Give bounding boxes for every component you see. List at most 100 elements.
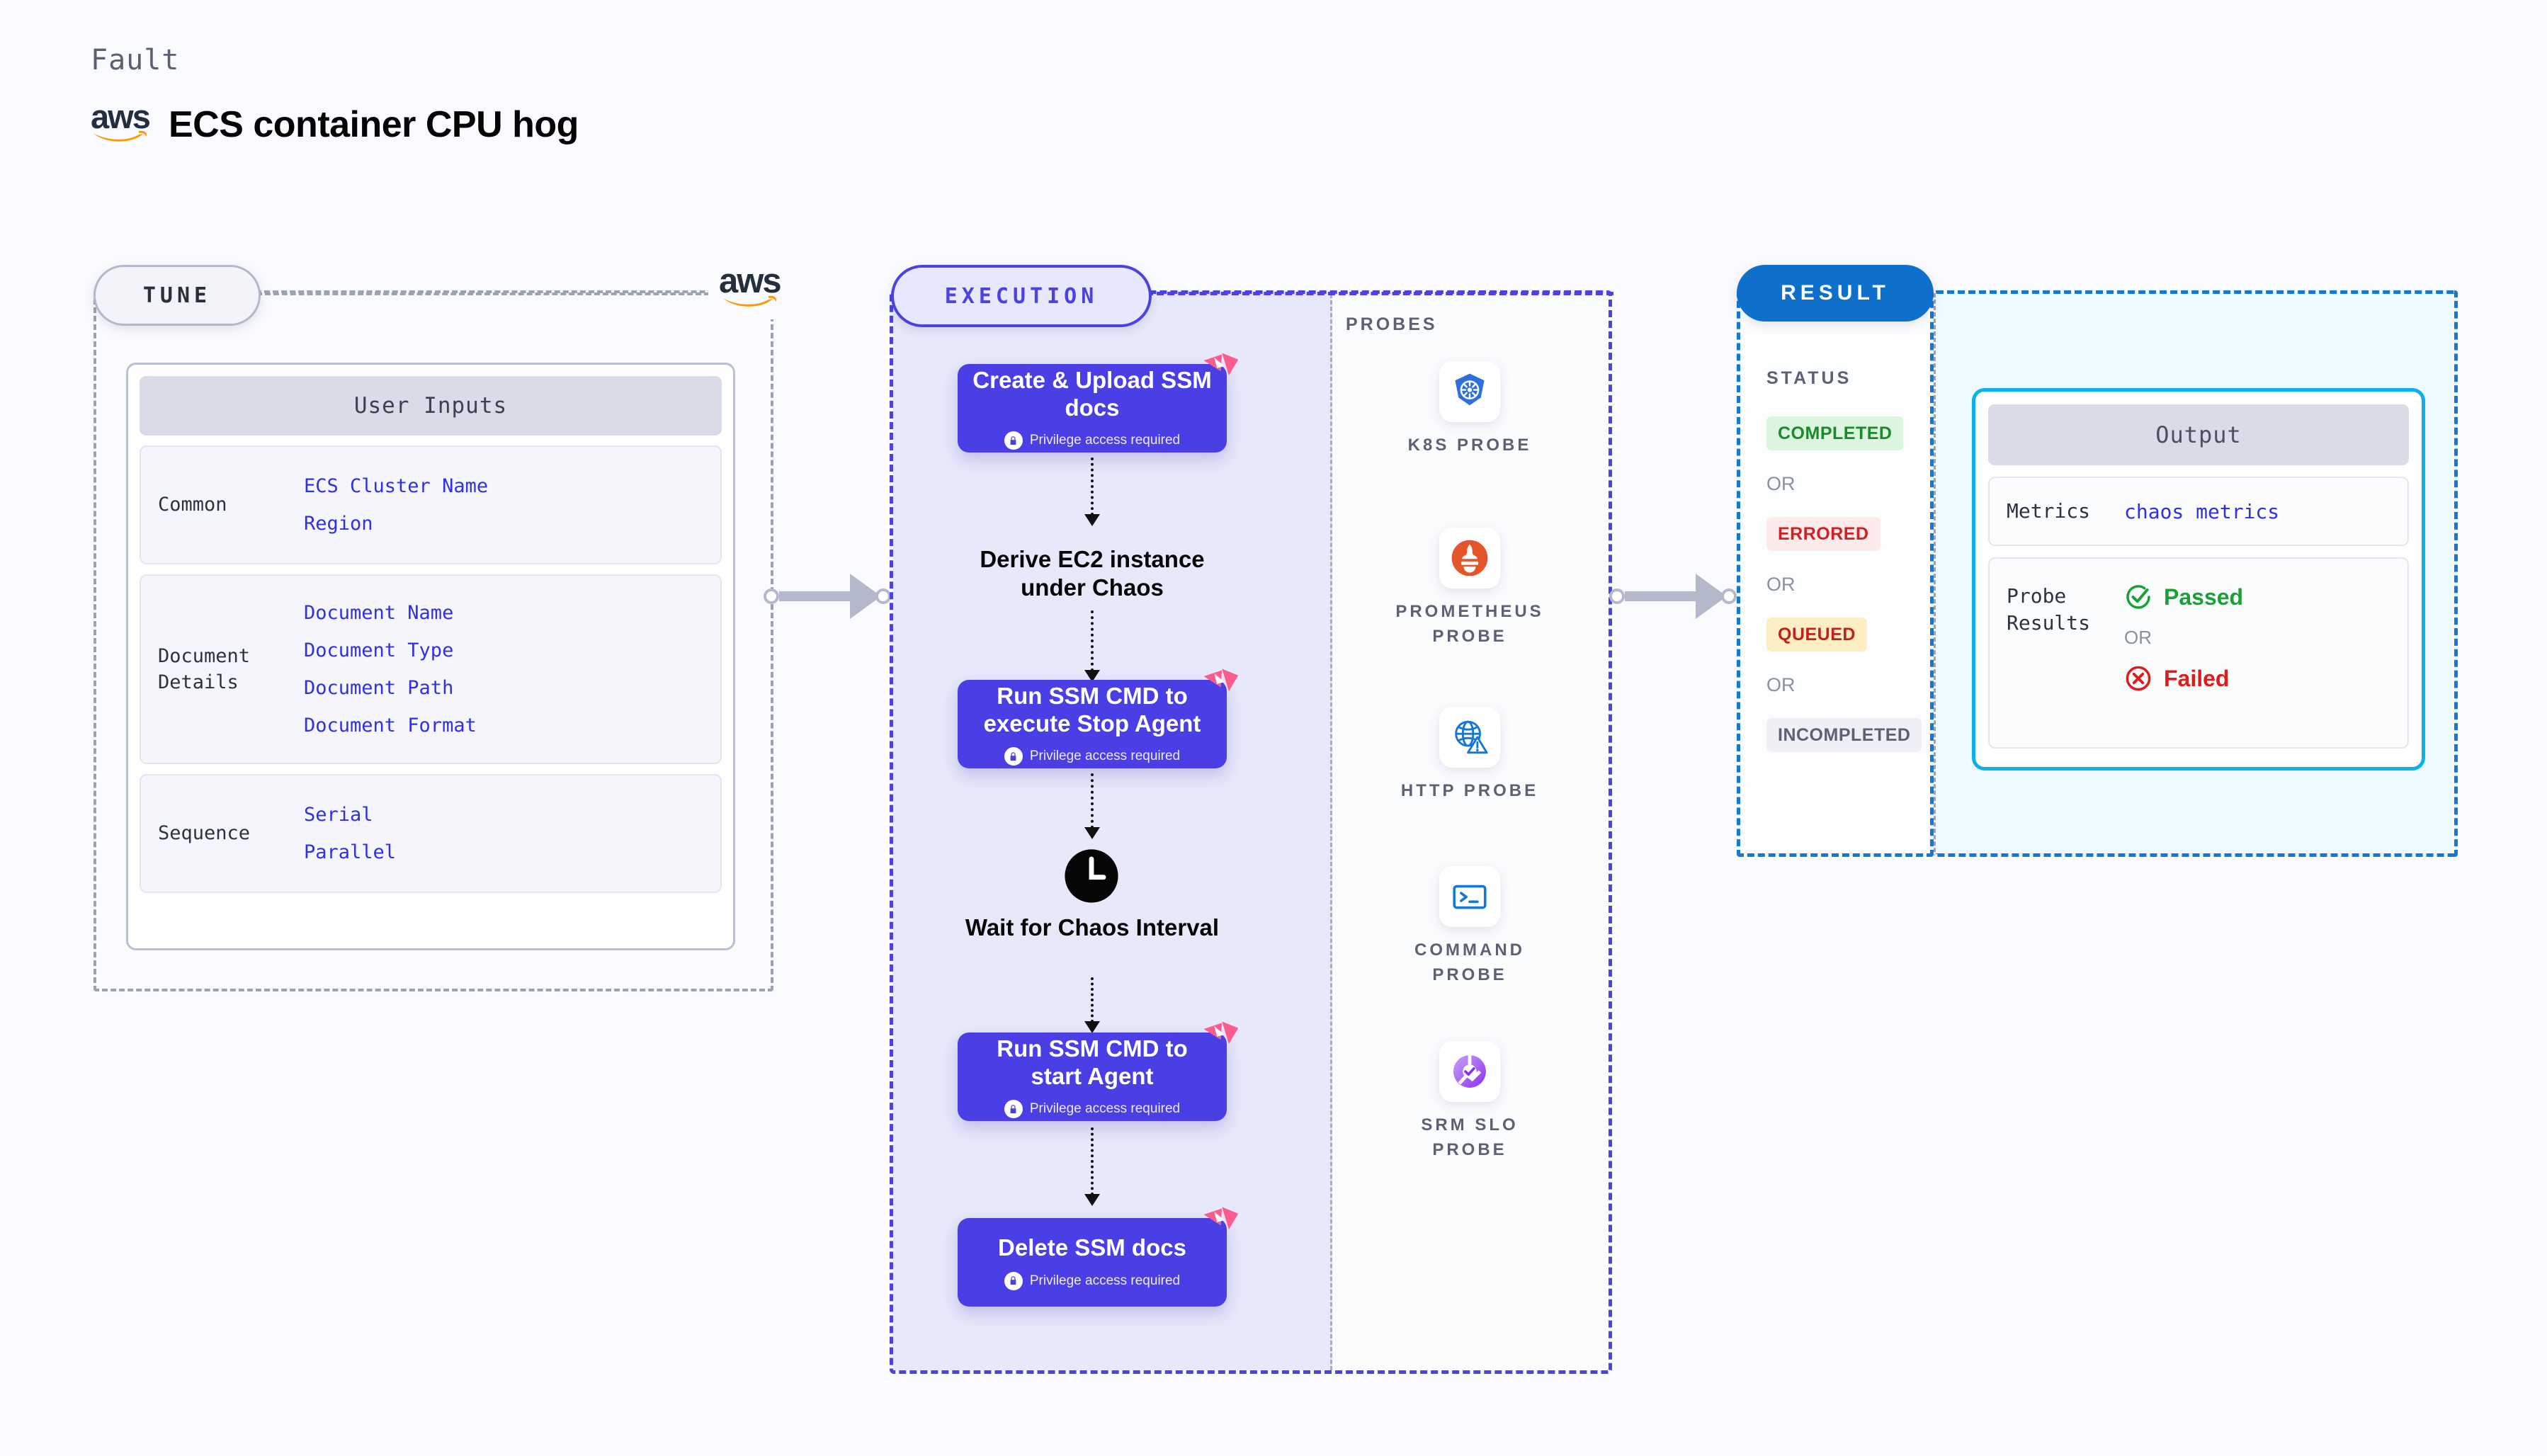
x-circle-icon [2126,666,2151,691]
input-value[interactable]: Region [304,513,373,535]
tune-pill[interactable]: TUNE [93,265,261,326]
status-badge-queued: QUEUED [1766,618,1867,652]
page-header: Fault aws ECS container CPU hog [91,44,579,146]
execution-step-create-upload-ssm-docs[interactable]: Create & Upload SSM docs Privilege acces… [958,353,1239,453]
probe-results-label: Probe Results [2007,584,2091,635]
or-label: OR [1766,473,1796,494]
connector-end-dot [875,588,891,604]
status-badge-incompleted: INCOMPLETED [1766,718,1922,752]
input-value[interactable]: Parallel [304,841,397,863]
connector-execution-to-result [1609,574,1744,619]
aws-wordmark: aws [91,98,151,135]
input-value[interactable]: Document Format [304,715,477,736]
step-title: Run SSM CMD to execute Stop Agent [983,682,1201,736]
user-inputs-title: User Inputs [140,376,722,436]
user-inputs-card: User Inputs Common ECS Cluster Name Regi… [126,363,735,950]
probe-label: SRM SLO PROBE [1421,1115,1519,1159]
clock-icon [1065,849,1118,903]
output-row-metrics: Metrics chaos metrics [1988,477,2409,546]
output-title: Output [1988,404,2409,465]
lock-icon [1004,431,1023,450]
execution-step-run-ssm-start-agent[interactable]: Run SSM CMD to start Agent Privilege acc… [958,1021,1239,1121]
step-title: Delete SSM docs [998,1234,1186,1261]
connector-line [779,591,850,601]
probe-label: COMMAND PROBE [1414,940,1525,984]
step-title: Create & Upload SSM docs [972,366,1212,421]
connector-tune-to-execution [764,574,898,619]
tune-aws-logo: aws [708,258,793,319]
input-value[interactable]: Document Name [304,602,454,624]
failed-label: Failed [2164,665,2230,691]
input-value[interactable]: Document Path [304,677,454,699]
execution-pill[interactable]: EXECUTION [891,265,1152,327]
input-value[interactable]: Document Type [304,639,454,661]
execution-step-run-ssm-stop-agent[interactable]: Run SSM CMD to execute Stop Agent Privil… [958,669,1239,768]
flow-arrowhead [1084,1021,1100,1033]
execution-step-delete-ssm-docs[interactable]: Delete SSM docs Privilege access require… [958,1207,1239,1307]
privilege-text: Privilege access required [1029,749,1181,764]
flow-connector [1091,977,1094,1023]
output-row-probe-results: Probe Results Passed OR Failed [1988,557,2409,749]
privilege-note: Privilege access required [1004,1100,1181,1119]
terminal-icon [1439,866,1500,927]
probe-result-failed: Failed [2124,664,2243,693]
execution-step-wait-for-chaos-interval: Wait for Chaos Interval [965,914,1220,940]
or-label: OR [2124,627,2152,648]
probes-divider [1330,294,1332,1370]
fault-ribbon-icon [1203,669,1239,692]
or-label: OR [1766,574,1796,595]
tune-panel [93,290,773,991]
result-pill[interactable]: RESULT [1737,265,1934,322]
fault-ribbon-icon [1203,1021,1239,1045]
execution-step-derive-ec2-instance: Derive EC2 instance under Chaos [980,546,1205,601]
fault-ribbon-icon [1203,1207,1239,1230]
input-value[interactable]: ECS Cluster Name [304,475,489,497]
flow-arrowhead [1084,1194,1100,1206]
check-circle-icon [2126,585,2150,609]
connector-start-dot [764,588,779,604]
prometheus-icon [1439,528,1500,588]
connector-start-dot [1609,588,1625,604]
status-badge-completed: COMPLETED [1766,416,1904,450]
input-group-common: Common ECS Cluster Name Region [140,445,722,564]
metrics-label: Metrics [2007,499,2091,523]
fault-label: Fault [91,44,180,76]
group-label: Document Details [158,644,251,693]
metrics-value[interactable]: chaos metrics [2124,499,2280,523]
probe-prometheus[interactable]: PROMETHEUS PROBE [1381,528,1558,649]
page-title: ECS container CPU hog [169,104,579,145]
flow-arrowhead [1084,514,1100,526]
aws-smile-icon [93,130,147,142]
probe-command[interactable]: COMMAND PROBE [1381,866,1558,988]
aws-logo: aws [91,98,152,144]
privilege-note: Privilege access required [1004,1271,1181,1290]
privilege-text: Privilege access required [1029,1101,1181,1117]
probe-result-passed: Passed [2124,583,2243,611]
output-card: Output Metrics chaos metrics Probe Resul… [1972,388,2425,770]
status-title: STATUS [1766,368,1852,388]
status-badge-errored: ERRORED [1766,517,1881,551]
probes-background [1332,294,1609,1370]
input-value[interactable]: Serial [304,804,373,826]
http-globe-icon [1439,707,1500,768]
privilege-text: Privilege access required [1029,433,1181,448]
probe-srm-slo[interactable]: SRM SLO PROBE [1381,1041,1558,1163]
probe-k8s[interactable]: K8S PROBE [1381,361,1558,458]
probe-label: K8S PROBE [1407,436,1532,455]
execution-background [893,294,1332,1370]
probe-label: PROMETHEUS PROBE [1395,602,1544,646]
passed-label: Passed [2164,584,2244,610]
connector-end-dot [1721,588,1737,604]
group-label: Sequence [158,822,251,845]
tune-pill-connector [256,292,710,295]
privilege-note: Privilege access required [1004,747,1180,766]
execution-pill-connector [1146,292,1613,295]
title-row: aws ECS container CPU hog [91,98,579,146]
flow-connector [1091,1127,1094,1195]
connector-line [1625,591,1696,601]
step-title: Run SSM CMD to start Agent [997,1035,1188,1089]
privilege-note: Privilege access required [1004,431,1180,450]
aws-smile-icon [723,295,777,307]
privilege-text: Privilege access required [1029,1273,1181,1288]
probe-http[interactable]: HTTP PROBE [1381,707,1558,804]
